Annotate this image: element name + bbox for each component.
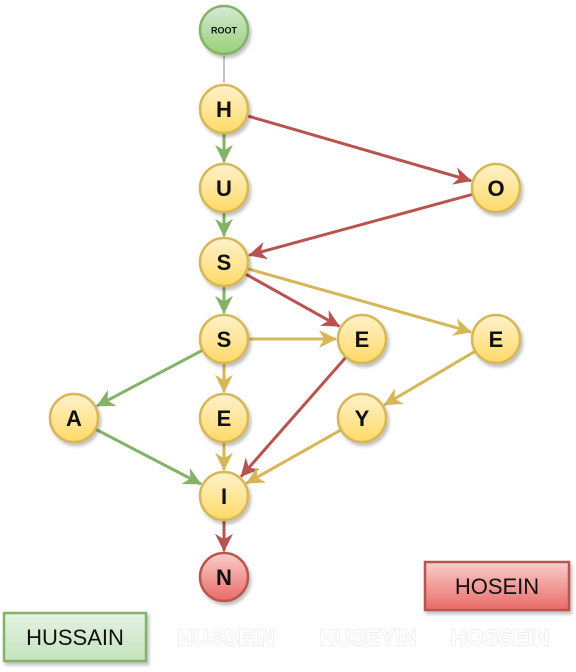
node-root[interactable]: ROOT bbox=[198, 4, 250, 56]
node-u[interactable]: U bbox=[198, 162, 250, 214]
node-h[interactable]: H bbox=[198, 83, 250, 135]
node-s2-label: S bbox=[217, 327, 232, 352]
node-n-label: N bbox=[216, 565, 232, 590]
node-s2[interactable]: S bbox=[198, 313, 250, 365]
edge-e2-to-y bbox=[383, 350, 476, 406]
node-e2[interactable]: E bbox=[470, 313, 522, 365]
nodes: ROOT H U O S S E E bbox=[48, 4, 522, 603]
node-u-label: U bbox=[216, 176, 232, 201]
node-s1[interactable]: S bbox=[198, 236, 250, 288]
node-y[interactable]: Y bbox=[336, 392, 388, 444]
node-a[interactable]: A bbox=[48, 392, 100, 444]
edge-y-to-i bbox=[245, 429, 341, 485]
node-i-label: I bbox=[221, 484, 227, 509]
edge-s1-to-e2 bbox=[247, 267, 472, 336]
name-hossein-label: HOSSEIN bbox=[450, 625, 549, 650]
node-s1-label: S bbox=[217, 250, 232, 275]
name-hussain-label: HUSSAIN bbox=[26, 625, 124, 650]
name-hussain-box[interactable]: HUSSAIN bbox=[2, 611, 148, 663]
node-a-label: A bbox=[66, 406, 82, 431]
node-y-label: Y bbox=[355, 406, 370, 431]
edge-a-to-i bbox=[95, 428, 202, 485]
node-o[interactable]: O bbox=[470, 162, 522, 214]
node-o-label: O bbox=[487, 176, 504, 201]
node-e1[interactable]: E bbox=[336, 313, 388, 365]
node-e2-label: E bbox=[489, 327, 504, 352]
node-root-label: ROOT bbox=[211, 26, 238, 36]
node-h-label: H bbox=[216, 97, 232, 122]
name-hussein-label: HUSSEIN bbox=[177, 625, 275, 650]
node-i[interactable]: I bbox=[198, 470, 250, 522]
node-n[interactable]: N bbox=[198, 551, 250, 603]
edge-s2-to-a bbox=[96, 349, 203, 407]
node-e3[interactable]: E bbox=[198, 392, 250, 444]
edges bbox=[95, 55, 476, 552]
edge-s1-to-e1 bbox=[245, 273, 340, 328]
edge-e1-to-i bbox=[240, 357, 347, 478]
edge-o-to-s1 bbox=[248, 193, 473, 260]
name-huseyin-label: HUSEYIN bbox=[319, 625, 417, 650]
name-hosein-label: HOSEIN bbox=[455, 574, 539, 599]
node-e1-label: E bbox=[355, 327, 370, 352]
name-hosein-box[interactable]: HOSEIN bbox=[423, 560, 571, 612]
edge-h-to-o bbox=[247, 114, 472, 185]
node-e3-label: E bbox=[217, 406, 232, 431]
